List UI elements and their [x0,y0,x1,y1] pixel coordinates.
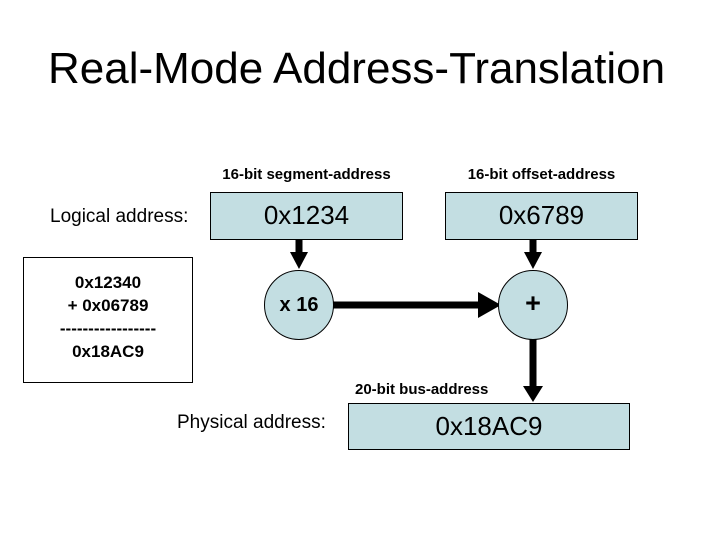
physical-value-box: 0x18AC9 [348,403,630,450]
calc-separator: ----------------- [59,319,157,338]
calc-result: 0x18AC9 [72,342,144,361]
adder-label: + [525,288,541,318]
bus-address-label: 20-bit bus-address [355,381,489,398]
segment-value-box: 0x1234 [210,192,403,240]
multiplier-to-adder-arrow [332,292,501,318]
adder-circle: + [498,270,568,340]
segment-to-multiplier-arrow [290,240,308,269]
calculation-box: 0x12340 + 0x06789 ----------------- 0x18… [23,257,193,383]
physical-address-label: Physical address: [177,412,326,433]
adder-to-physical-arrow [523,338,543,402]
segment-header-label: 16-bit segment-address [222,166,391,183]
calc-operand1: 0x12340 [74,273,142,292]
page-title: Real-Mode Address-Translation [48,44,666,93]
offset-header-label: 16-bit offset-address [467,166,616,183]
multiply-circle: x 16 [264,270,334,340]
offset-to-adder-arrow [524,240,542,269]
multiply-label: x 16 [279,293,319,316]
calc-operand2: + 0x06789 [67,296,149,315]
offset-value: 0x6789 [498,200,585,230]
offset-value-box: 0x6789 [445,192,638,240]
logical-address-label: Logical address: [50,206,189,227]
physical-value: 0x18AC9 [435,411,543,441]
segment-value: 0x1234 [263,200,350,230]
